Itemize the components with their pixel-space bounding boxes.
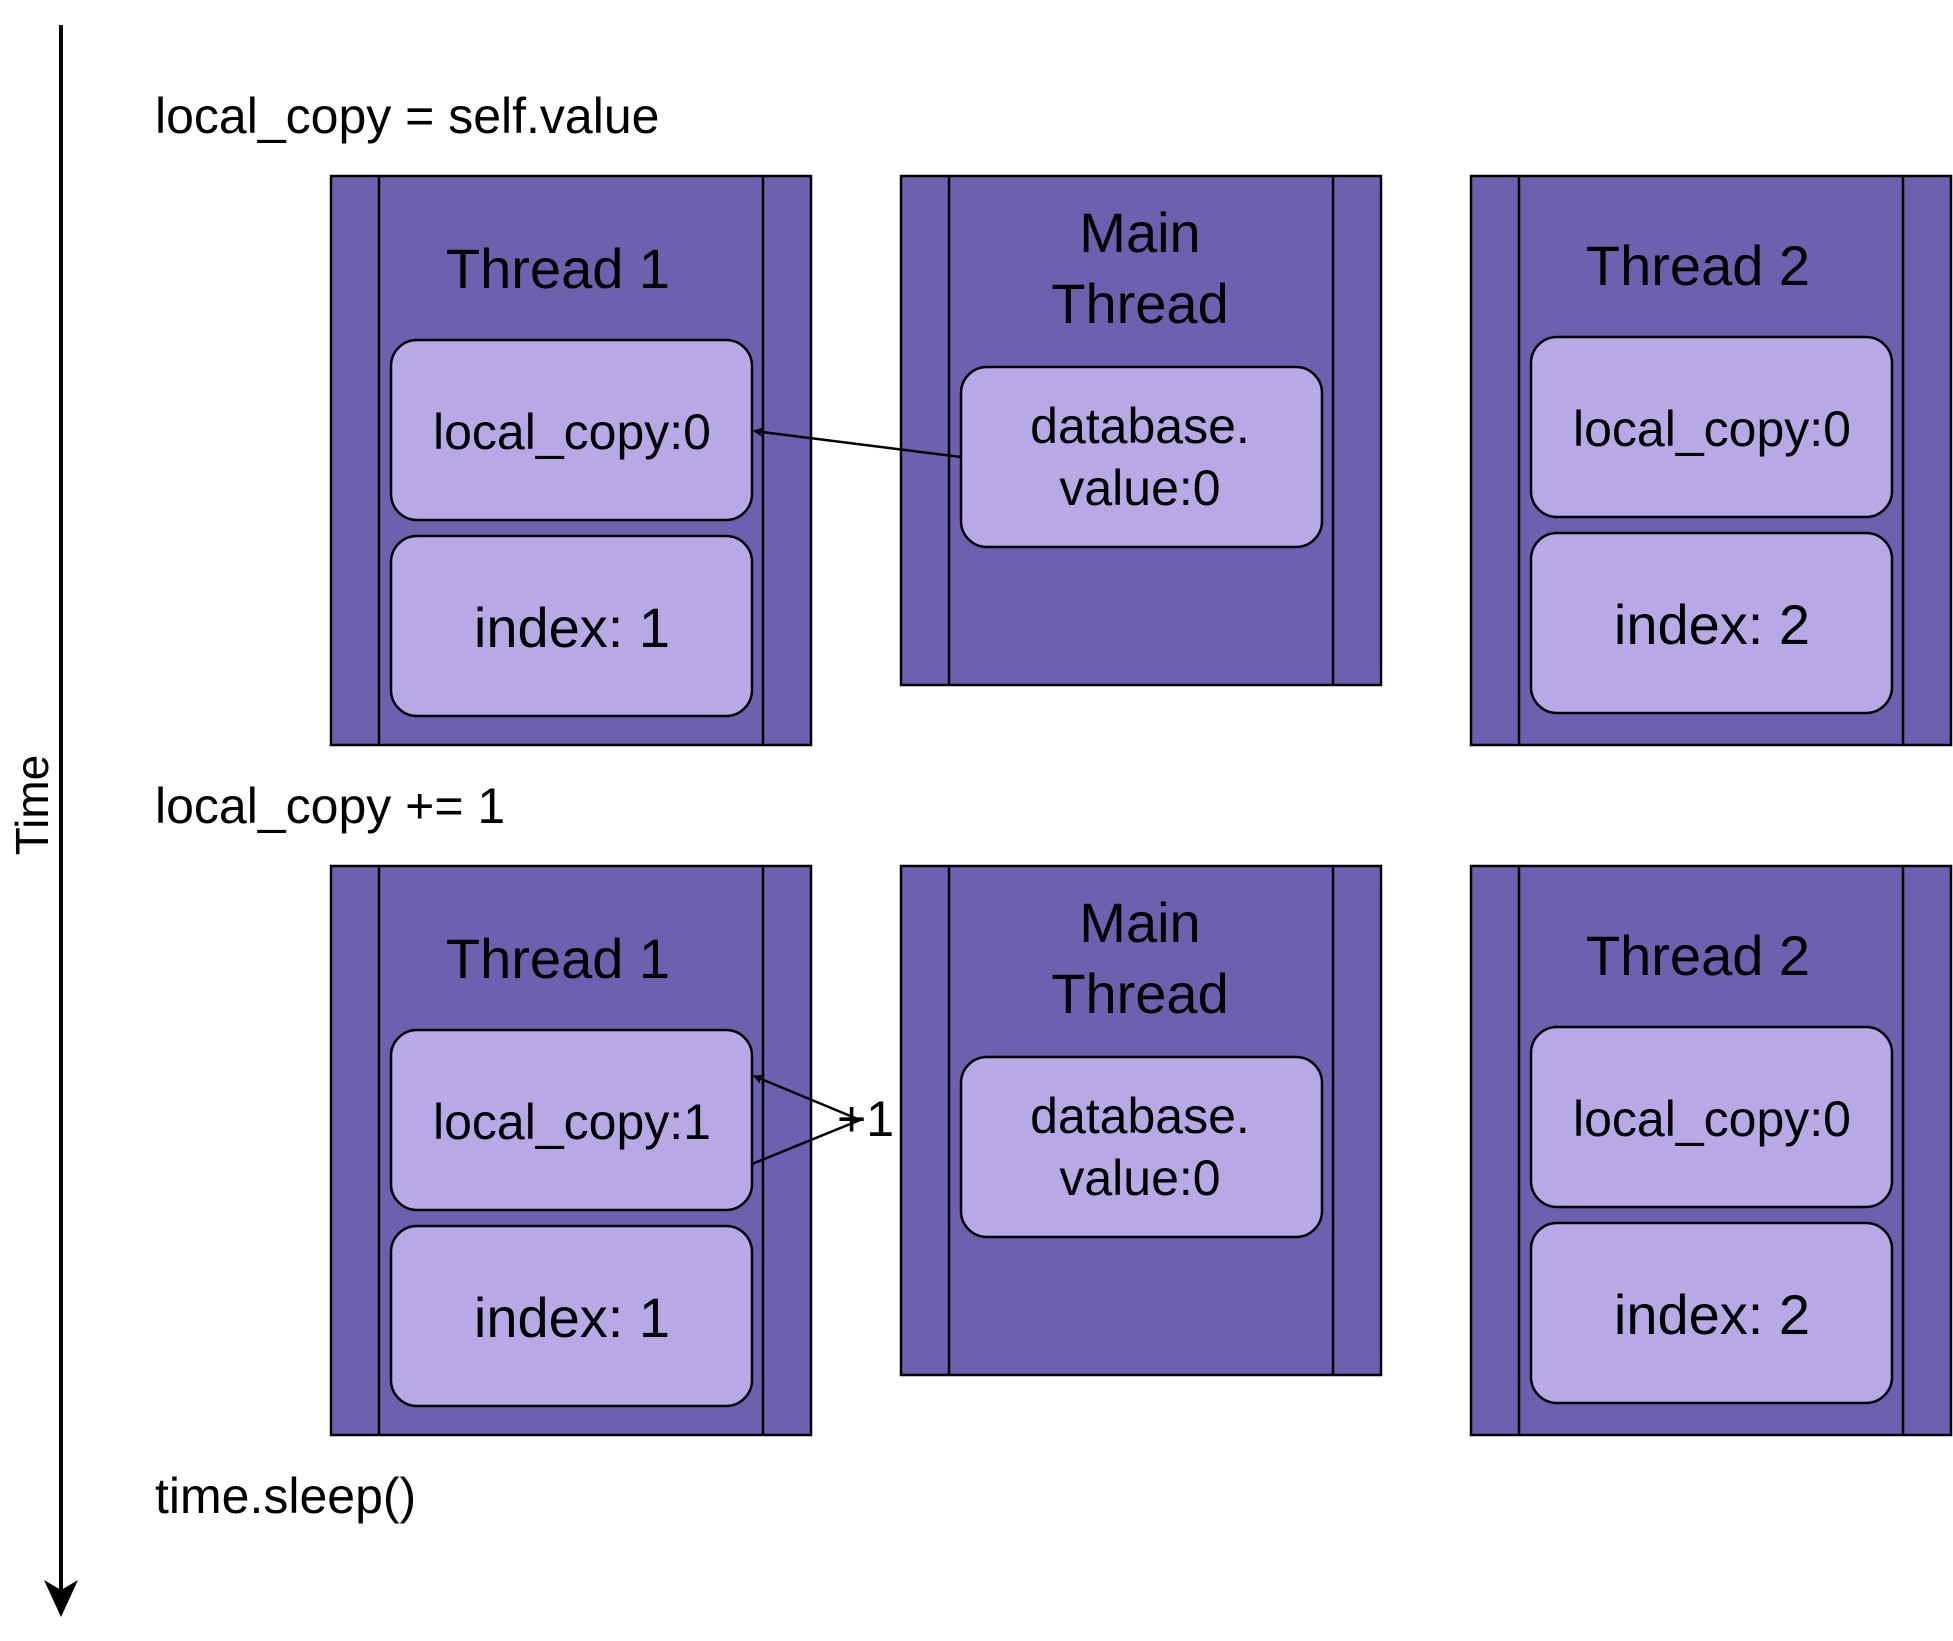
increment-loop-arrow: +1: [751, 1074, 894, 1166]
time-axis-label: Time: [6, 755, 58, 856]
main-thread-process-box: Main Thread database. value:0: [899, 174, 1383, 687]
thread-1-process-box: Thread 1 local_copy:0 index: 1: [329, 174, 813, 747]
thread-2-local-copy: local_copy:0: [1573, 1091, 1851, 1147]
database-value-box: [959, 1055, 1324, 1239]
increment-label: +1: [837, 1091, 894, 1147]
database-value-line-2: value:0: [1059, 1150, 1220, 1206]
step-2: Thread 1 local_copy:1 index: 1 Main Thre…: [329, 864, 1953, 1437]
time-axis: Time: [6, 25, 78, 1617]
thread-2-local-copy-box: [1529, 335, 1894, 519]
thread-1-local-copy-box: [389, 1028, 754, 1212]
main-thread-title-line-1: Main: [1079, 891, 1200, 954]
thread-2-local-copy: local_copy:0: [1573, 401, 1851, 457]
thread-2-index-box: [1529, 531, 1894, 715]
main-thread-title-line-2: Thread: [1051, 962, 1228, 1025]
database-value-box: [959, 365, 1324, 549]
thread-1-title: Thread 1: [446, 237, 670, 300]
thread-1-local-copy: local_copy:1: [433, 1094, 711, 1150]
thread-2-title: Thread 2: [1586, 234, 1810, 297]
thread-1-index: index: 1: [474, 596, 670, 659]
thread-2-title: Thread 2: [1586, 924, 1810, 987]
thread-1-local-copy: local_copy:0: [433, 404, 711, 460]
database-value-line-1: database.: [1030, 398, 1250, 454]
thread-1-index: index: 1: [474, 1286, 670, 1349]
thread-2-index-box: [1529, 1221, 1894, 1405]
thread-1-index-box: [389, 1224, 754, 1408]
main-thread-process-box: Main Thread database. value:0: [899, 864, 1383, 1377]
thread-1-index-box: [389, 534, 754, 718]
thread-1-local-copy-box: [389, 338, 754, 522]
thread-2-process-box: Thread 2 local_copy:0 index: 2: [1469, 174, 1953, 747]
thread-2-local-copy-box: [1529, 1025, 1894, 1209]
thread-1-title: Thread 1: [446, 927, 670, 990]
main-thread-title-line-1: Main: [1079, 201, 1200, 264]
step-2-code: local_copy += 1: [155, 778, 505, 834]
thread-1-process-box: Thread 1 local_copy:1 index: 1: [329, 864, 813, 1437]
database-value-line-2: value:0: [1059, 460, 1220, 516]
thread-2-index: index: 2: [1614, 593, 1810, 656]
step-3-code: time.sleep(): [155, 1468, 416, 1524]
thread-2-index: index: 2: [1614, 1283, 1810, 1346]
database-value-line-1: database.: [1030, 1088, 1250, 1144]
time-arrow-head: [44, 1580, 78, 1617]
step-1-code: local_copy = self.value: [155, 88, 659, 144]
main-thread-title-line-2: Thread: [1051, 272, 1228, 335]
copy-value-arrow: [753, 427, 962, 459]
step-1: Thread 1 local_copy:0 index: 1 Main Thre…: [329, 174, 1953, 747]
thread-2-process-box: Thread 2 local_copy:0 index: 2: [1469, 864, 1953, 1437]
